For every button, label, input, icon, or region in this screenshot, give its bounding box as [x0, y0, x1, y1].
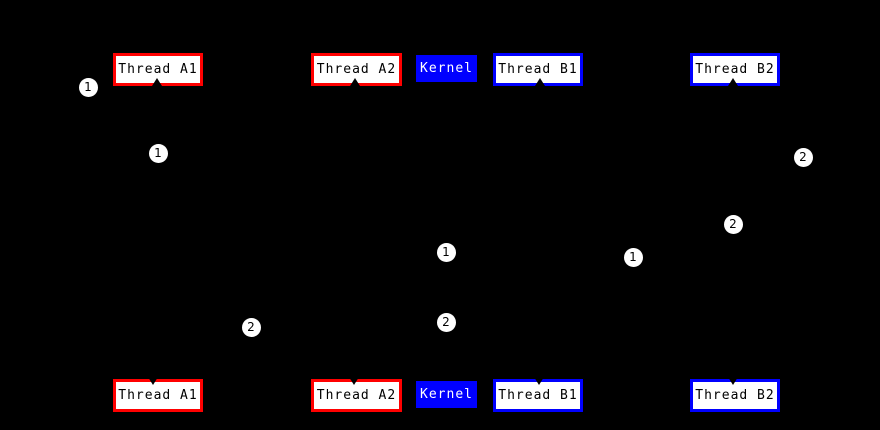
- arrowhead-icon: [148, 377, 158, 385]
- arrowhead-icon: [535, 78, 545, 86]
- box-kernel-top: Kernel: [416, 55, 477, 82]
- step-marker-2a: 2: [793, 147, 813, 167]
- arrowhead-icon: [534, 377, 544, 385]
- step-marker-1c: 1: [436, 242, 456, 262]
- step-marker-1b: 1: [148, 143, 168, 163]
- step-marker-2c: 2: [241, 317, 261, 337]
- arrowhead-icon: [349, 377, 359, 385]
- step-marker-2d: 2: [436, 312, 456, 332]
- step-marker-2b: 2: [723, 214, 743, 234]
- step-marker-1d: 1: [623, 247, 643, 267]
- box-thread-a1-bottom: Thread A1: [113, 379, 203, 412]
- arrowhead-icon: [152, 78, 162, 86]
- step-marker-1a: 1: [78, 77, 98, 97]
- arrowhead-icon: [728, 377, 738, 385]
- arrowhead-icon: [350, 78, 360, 86]
- box-kernel-bottom: Kernel: [416, 381, 477, 408]
- arrowhead-icon: [728, 78, 738, 86]
